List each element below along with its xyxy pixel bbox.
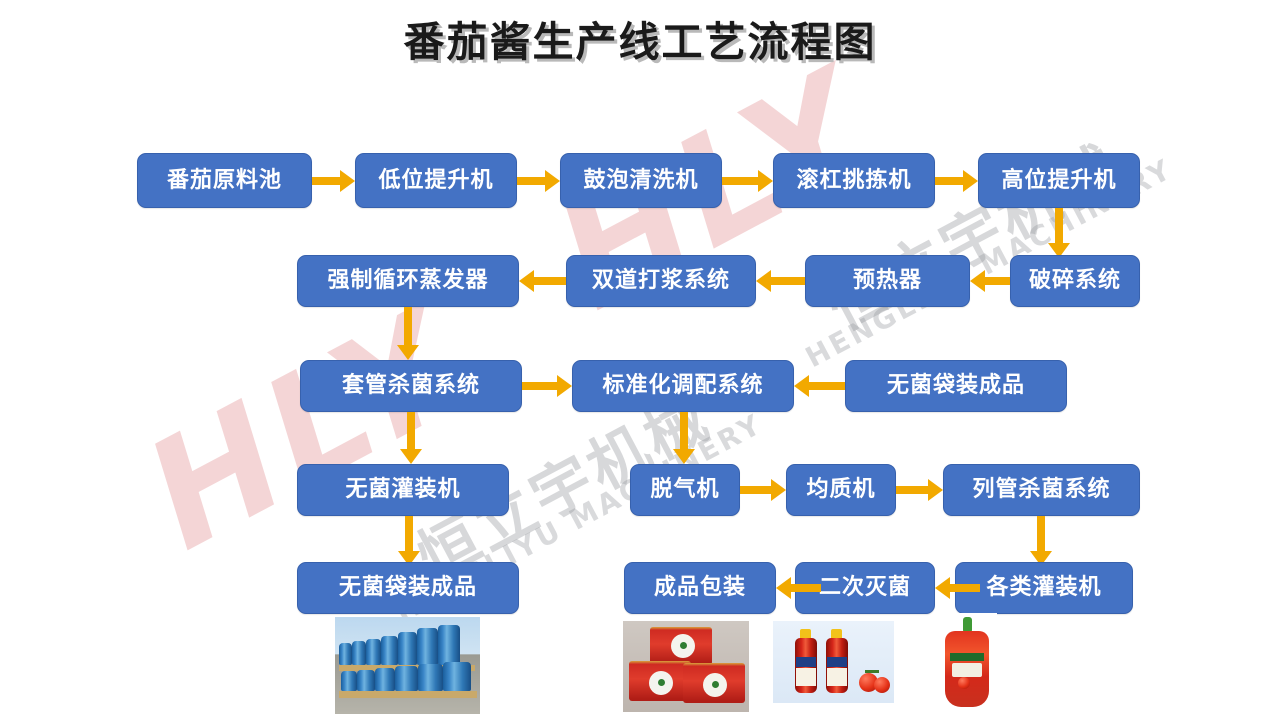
arrow-low-elevator-to-bubble-washer: [517, 170, 560, 192]
arrow-tubular-sterilizer-to-aseptic-filler: [400, 412, 422, 464]
node-forced-circulation-evaporator[interactable]: 强制循环蒸发器: [297, 255, 519, 307]
arrow-roller-sorter-to-high-elevator: [935, 170, 978, 192]
arrow-evaporator-to-tubular-sterilizer: [397, 307, 419, 360]
photo-ketchup-pouch: [937, 613, 997, 712]
node-bubble-washer[interactable]: 鼓泡清洗机: [560, 153, 722, 208]
arrow-secondary-sterilizing-to-final-packaging: [776, 577, 821, 599]
node-crushing-system[interactable]: 破碎系统: [1010, 255, 1140, 307]
node-preheater[interactable]: 预热器: [805, 255, 970, 307]
node-standardizing-system[interactable]: 标准化调配系统: [572, 360, 794, 412]
arrow-aseptic-bag-to-standardizing: [794, 375, 845, 397]
node-final-packaging[interactable]: 成品包装: [624, 562, 776, 614]
arrow-various-fillers-to-secondary-sterilizing: [935, 577, 980, 599]
node-high-elevator[interactable]: 高位提升机: [978, 153, 1140, 208]
node-double-pulper[interactable]: 双道打浆系统: [566, 255, 756, 307]
node-roller-sorter[interactable]: 滚杠挑拣机: [773, 153, 935, 208]
node-low-elevator[interactable]: 低位提升机: [355, 153, 517, 208]
arrow-homogenizer-to-tube-sterilizer: [896, 479, 943, 501]
arrow-tube-sterilizer-to-various-fillers: [1030, 516, 1052, 566]
node-tomato-raw-pool[interactable]: 番茄原料池: [137, 153, 312, 208]
node-aseptic-bag-product-row3[interactable]: 无菌袋装成品: [845, 360, 1067, 412]
arrow-double-pulper-to-evaporator: [519, 270, 566, 292]
arrow-tubular-sterilizer-to-standardizing: [522, 375, 572, 397]
page-title: 番茄酱生产线工艺流程图: [403, 18, 877, 66]
arrow-bubble-washer-to-roller-sorter: [722, 170, 773, 192]
arrow-crushing-system-to-preheater: [970, 270, 1010, 292]
arrow-deaerator-to-homogenizer: [740, 479, 786, 501]
photo-blue-drums: [335, 617, 480, 714]
watermark-logo-bottom: HLY: [120, 277, 489, 584]
node-tubular-sterilizer[interactable]: 套管杀菌系统: [300, 360, 522, 412]
node-aseptic-filler[interactable]: 无菌灌装机: [297, 464, 509, 516]
arrow-raw-pool-to-low-elevator: [312, 170, 355, 192]
photo-tomato-cans: [623, 621, 749, 712]
arrow-preheater-to-double-pulper: [756, 270, 805, 292]
node-homogenizer[interactable]: 均质机: [786, 464, 896, 516]
photo-ketchup-bottles: [773, 621, 894, 703]
arrow-high-elevator-to-crushing-system: [1048, 208, 1070, 258]
arrow-aseptic-filler-to-bag-product: [398, 516, 420, 566]
arrow-standardizing-to-deaerator: [673, 412, 695, 464]
node-tube-sterilizer[interactable]: 列管杀菌系统: [943, 464, 1140, 516]
node-aseptic-bag-product-row5[interactable]: 无菌袋装成品: [297, 562, 519, 614]
node-various-fillers[interactable]: 各类灌装机: [955, 562, 1133, 614]
node-deaerator[interactable]: 脱气机: [630, 464, 740, 516]
